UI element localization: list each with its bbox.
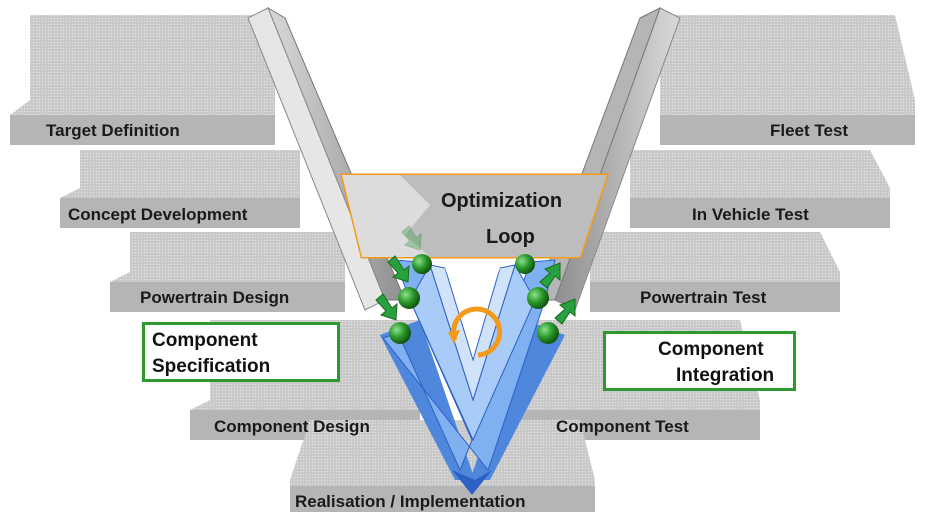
- slab-edge: [10, 115, 275, 145]
- arrow-up-right-icon: [554, 298, 576, 325]
- node-left-top: [412, 254, 432, 274]
- optimization-subtitle: Loop: [486, 226, 535, 248]
- node-left-mid: [398, 287, 420, 309]
- slab-edge: [60, 198, 300, 228]
- arrow-down-right-icon: [375, 293, 398, 321]
- blue-v-structure: [380, 259, 565, 495]
- node-left-low: [389, 322, 411, 344]
- slab-edge: [110, 282, 345, 312]
- green-nodes: [389, 254, 559, 344]
- callout-int-line2: Integration: [676, 365, 775, 386]
- stage-label-concept-development: Concept Development: [68, 205, 248, 224]
- arrow-down-right-icon: [401, 225, 422, 251]
- callout-spec-line1: Component: [152, 330, 258, 351]
- green-arrows: [375, 225, 576, 325]
- node-right-low: [537, 322, 559, 344]
- callout-int-line1: Component: [658, 339, 764, 360]
- optimization-title: Optimization: [441, 190, 563, 212]
- stage-label-fleet-test: Fleet Test: [770, 121, 849, 140]
- arrow-down-right-icon: [387, 255, 410, 283]
- slab-edge: [660, 115, 915, 145]
- stage-label-component-design: Component Design: [214, 417, 370, 436]
- node-right-top: [515, 254, 535, 274]
- node-right-mid: [527, 287, 549, 309]
- slab-edge: [630, 198, 890, 228]
- slab-target-definition: [10, 15, 275, 145]
- stage-label-target-definition: Target Definition: [46, 121, 180, 140]
- slab-fleet-test: [660, 15, 915, 145]
- optimization-panel: [340, 173, 610, 259]
- callout-component-integration: Component Integration: [603, 331, 796, 391]
- stage-label-realisation: Realisation / Implementation: [295, 492, 526, 511]
- bottom-slab: [290, 420, 595, 512]
- callout-component-specification: Component Specification: [142, 322, 340, 382]
- slab-edge: [590, 282, 840, 312]
- callout-spec-line2: Specification: [152, 356, 271, 377]
- stage-label-powertrain-test: Powertrain Test: [640, 288, 767, 307]
- stage-label-component-test: Component Test: [556, 417, 689, 436]
- arrow-up-right-icon: [539, 262, 561, 289]
- stage-label-in-vehicle-test: In Vehicle Test: [692, 205, 809, 224]
- loop-arrow-icon: [448, 306, 503, 358]
- slab-edge: [290, 486, 595, 512]
- stage-label-powertrain-design: Powertrain Design: [140, 288, 290, 307]
